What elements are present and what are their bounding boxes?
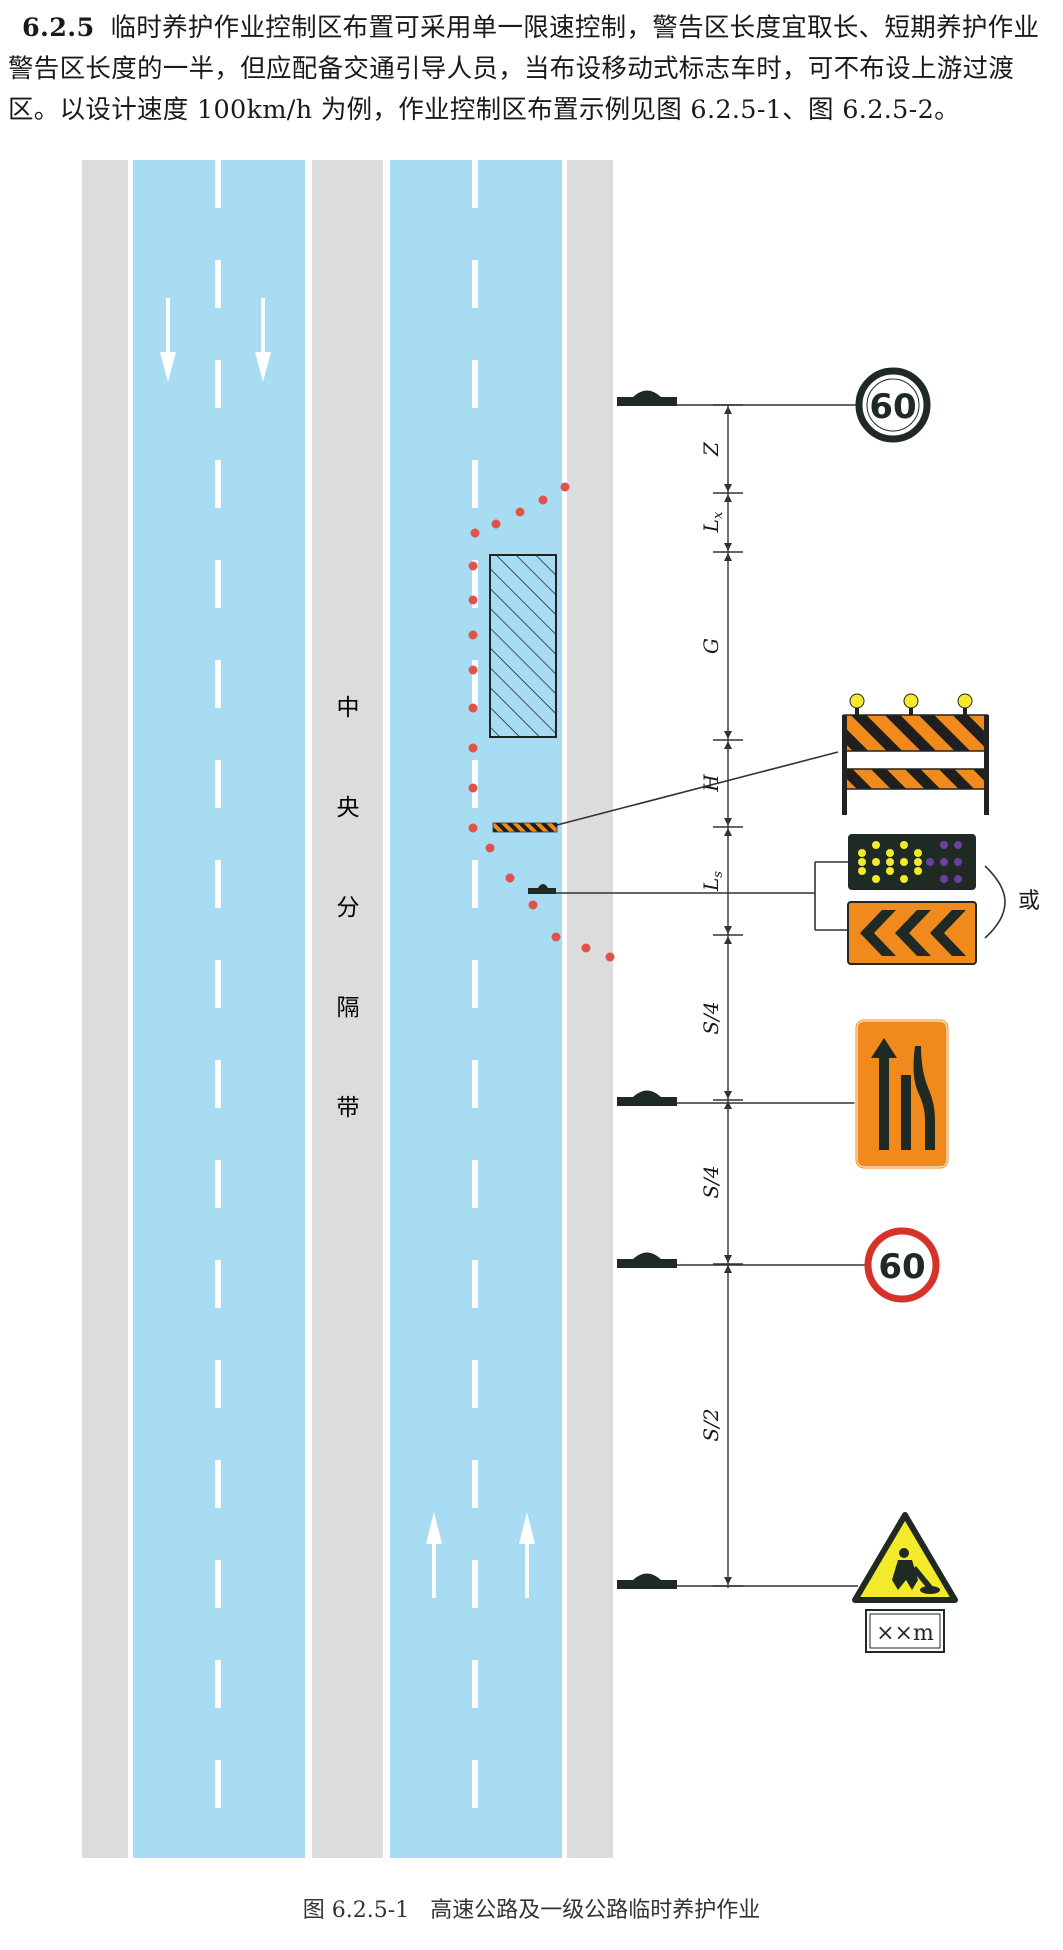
lane-arrow-icon	[871, 1038, 935, 1150]
sign-post	[617, 1573, 677, 1589]
up-arrow-icon	[426, 1512, 442, 1598]
up-arrow-icon	[519, 1512, 535, 1598]
worker-icon	[892, 1548, 940, 1594]
sign-post	[617, 1090, 677, 1106]
warning-light-icon	[903, 693, 919, 715]
distance-plate: ××m	[865, 1609, 945, 1653]
figure-title: 高速公路及一级公路临时养护作业	[430, 1898, 761, 1923]
warning-light-icon	[849, 693, 865, 715]
speed-limit-value: 60	[869, 387, 916, 427]
dimension-label-h: H	[699, 774, 723, 793]
dimension-label-s2: S/2	[699, 1408, 723, 1441]
median-label-char: 分	[337, 895, 360, 921]
right-shoulder	[567, 160, 613, 1858]
section-number: 6.2.5	[22, 13, 95, 43]
traffic-cones	[468, 482, 615, 962]
dimension-label-lx: Lx	[699, 511, 726, 533]
led-arrow-board	[848, 834, 976, 890]
down-arrow-icon	[255, 298, 271, 382]
or-label: 或	[1018, 889, 1040, 914]
road-works-sign	[852, 1512, 958, 1603]
road-barrier	[492, 822, 558, 833]
down-arrow-icon	[160, 298, 176, 382]
dimension-ticks	[713, 404, 743, 1587]
median-label-char: 中	[337, 695, 360, 721]
barrier-sign	[842, 693, 989, 815]
sign-post	[617, 1252, 677, 1268]
median-label-char: 央	[337, 795, 360, 821]
figure-number: 图 6.2.5-1	[302, 1898, 410, 1923]
dimension-label-ls: Ls	[699, 871, 726, 892]
work-area	[489, 554, 557, 738]
dimension-label-g: G	[699, 638, 723, 654]
chevron-left-icon	[860, 910, 966, 956]
left-shoulder	[82, 160, 128, 1858]
central-median	[312, 160, 383, 1858]
dimension-label-s4-b: S/4	[699, 1165, 723, 1198]
speed-limit-sign: 60	[855, 367, 931, 443]
sign-post	[617, 390, 677, 406]
figure-caption: 图 6.2.5-1 高速公路及一级公路临时养护作业	[0, 1892, 1063, 1924]
median-label-char: 带	[337, 1095, 360, 1121]
dimension-arrows	[724, 406, 732, 1585]
dimension-label-z: Z	[699, 441, 723, 457]
speed-limit-sign: 60	[864, 1227, 940, 1303]
warning-light-icon	[957, 693, 973, 715]
distance-plate-text: ××m	[876, 1621, 934, 1646]
median-label-char: 隔	[337, 995, 360, 1021]
lane-closure-sign	[854, 1018, 950, 1170]
paragraph-text: 临时养护作业控制区布置可采用单一限速控制，警告区长度宜取长、短期养护作业警告区长…	[8, 13, 1040, 125]
chevron-sign	[847, 901, 977, 965]
dimension-label-s4-a: S/4	[699, 1001, 723, 1034]
mobile-sign-vehicle	[528, 884, 556, 894]
speed-limit-value: 60	[878, 1247, 925, 1287]
